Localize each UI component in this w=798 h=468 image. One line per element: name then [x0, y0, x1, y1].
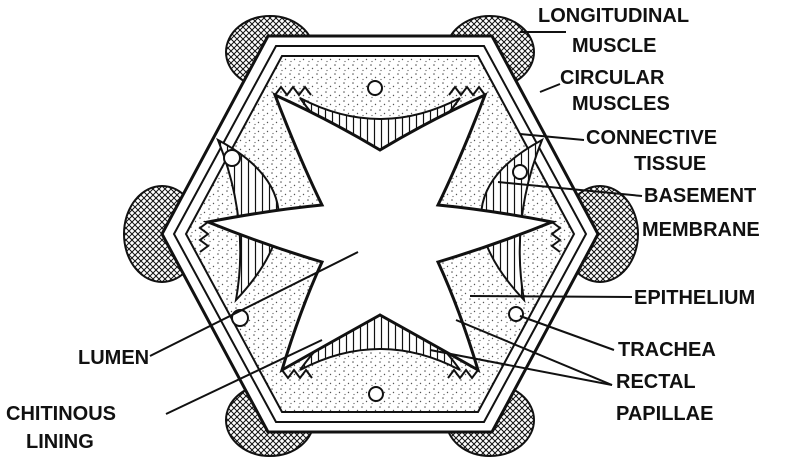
- label-longitudinal-muscle-1: LONGITUDINAL: [538, 5, 689, 27]
- label-rectal-papillae-2: PAPILLAE: [616, 403, 713, 425]
- label-basement-membrane-1: BASEMENT: [644, 185, 756, 207]
- label-epithelium: EPITHELIUM: [634, 287, 755, 309]
- label-circular-muscles-1: CIRCULAR: [560, 67, 665, 89]
- label-chitinous-lining-1: CHITINOUS: [6, 403, 116, 425]
- label-longitudinal-muscle-2: MUSCLE: [572, 35, 656, 57]
- label-chitinous-lining-2: LINING: [26, 431, 94, 453]
- label-trachea: TRACHEA: [618, 339, 716, 361]
- label-connective-tissue-2: TISSUE: [634, 153, 706, 175]
- label-basement-membrane-2: MEMBRANE: [642, 219, 760, 241]
- label-rectal-papillae-1: RECTAL: [616, 371, 696, 393]
- label-lumen: LUMEN: [78, 347, 149, 369]
- label-connective-tissue-1: CONNECTIVE: [586, 127, 717, 149]
- label-circular-muscles-2: MUSCLES: [572, 93, 670, 115]
